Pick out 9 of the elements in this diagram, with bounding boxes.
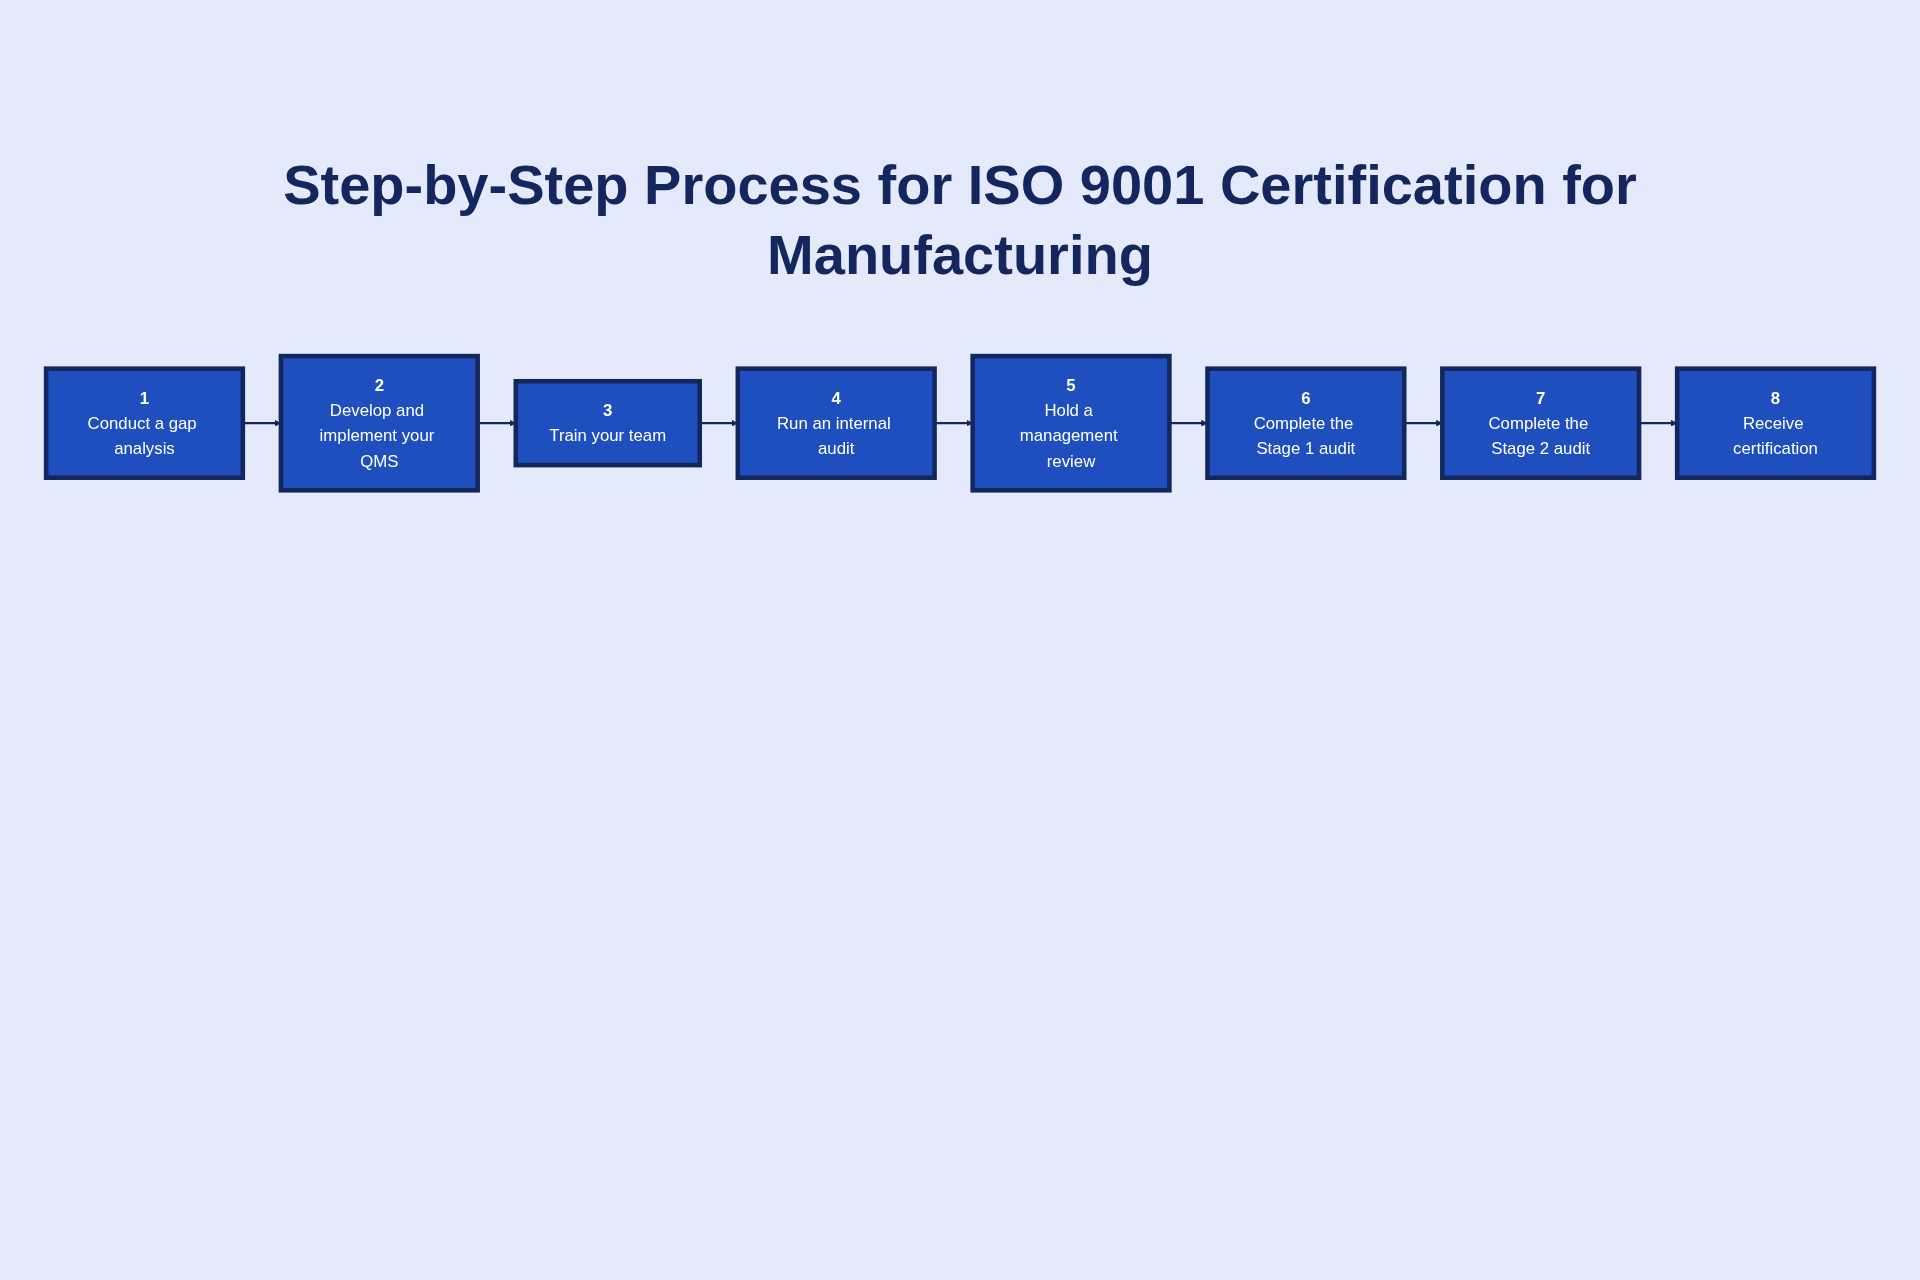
node-box: 1 Conduct a gap analysis — [43, 366, 246, 480]
node-box: 3 Train your team — [513, 378, 702, 468]
title: Step-by-Step Process for ISO 9001 Certification for Manufacturing — [282, 152, 1638, 288]
node-box: 7 Complete the Stage 2 audit — [1440, 366, 1642, 480]
node-box: 6 Complete the Stage 1 audit — [1205, 366, 1407, 480]
node-box: 8 Receive certification — [1674, 366, 1877, 480]
node-box: 4 Run an internal audit — [735, 366, 937, 480]
node-box: 5 Hold a management review — [970, 353, 1172, 493]
node-box: 2 Develop and implement your QMS — [278, 353, 480, 493]
